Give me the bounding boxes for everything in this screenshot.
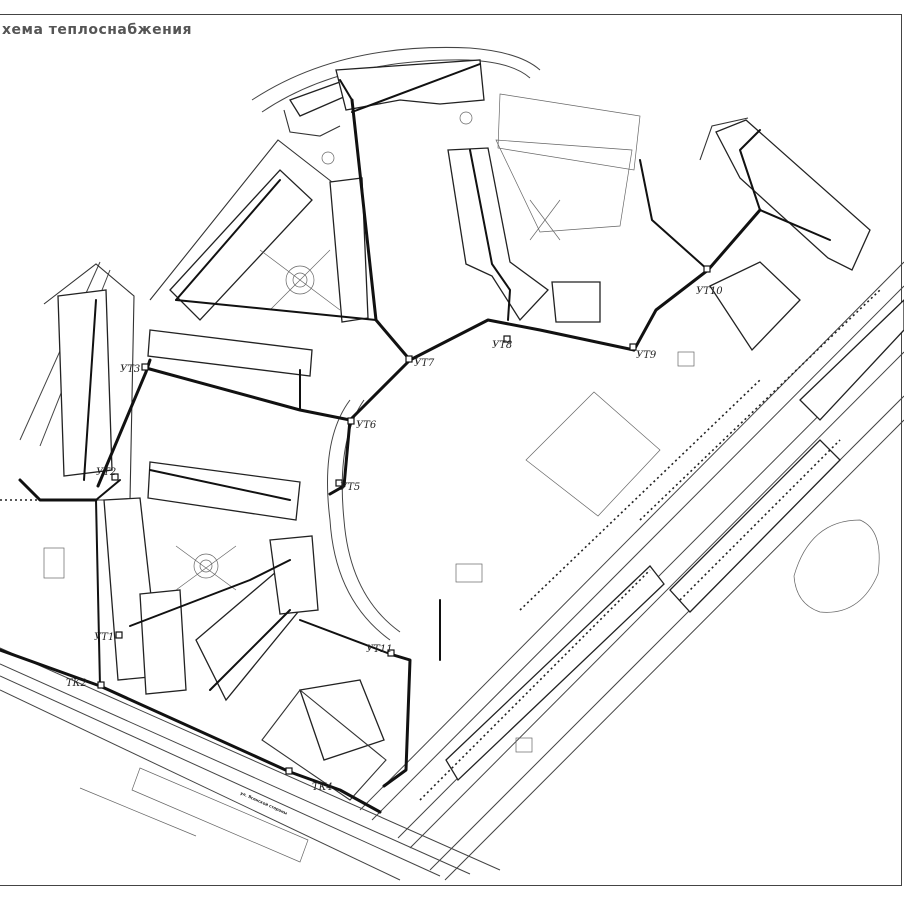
node-markers [97, 265, 711, 775]
node-label-ut8: УТ8 [492, 340, 512, 351]
node-label-ut10: УТ10 [696, 286, 723, 297]
node-label-ut7: УТ7 [414, 358, 435, 369]
buildings [40, 59, 904, 801]
node-label-ut6: УТ6 [356, 420, 377, 431]
node-label-ut11: УТ11 [366, 644, 393, 655]
node-label-ut5: УТ5 [340, 482, 360, 493]
courtyards [175, 111, 561, 591]
street-label: ул. Ясенской стороны [240, 790, 289, 815]
heating-network [0, 63, 881, 814]
node-label-ut1: УТ1 [94, 632, 114, 643]
node-label-ut2: УТ2 [96, 467, 116, 478]
node-label-tk4: ТК4 [312, 782, 333, 793]
node-labels: УТ1 УТ2 УТ3 УТ5 УТ6 УТ7 УТ8 УТ9 УТ10 УТ1… [66, 286, 723, 816]
node-label-ut3: УТ3 [120, 364, 140, 375]
node-label-ut9: УТ9 [636, 350, 657, 361]
drawing-frame [0, 14, 902, 886]
node-label-tk2: ТК2 [66, 678, 87, 689]
drawing-title: хема теплоснабжения [2, 22, 193, 38]
